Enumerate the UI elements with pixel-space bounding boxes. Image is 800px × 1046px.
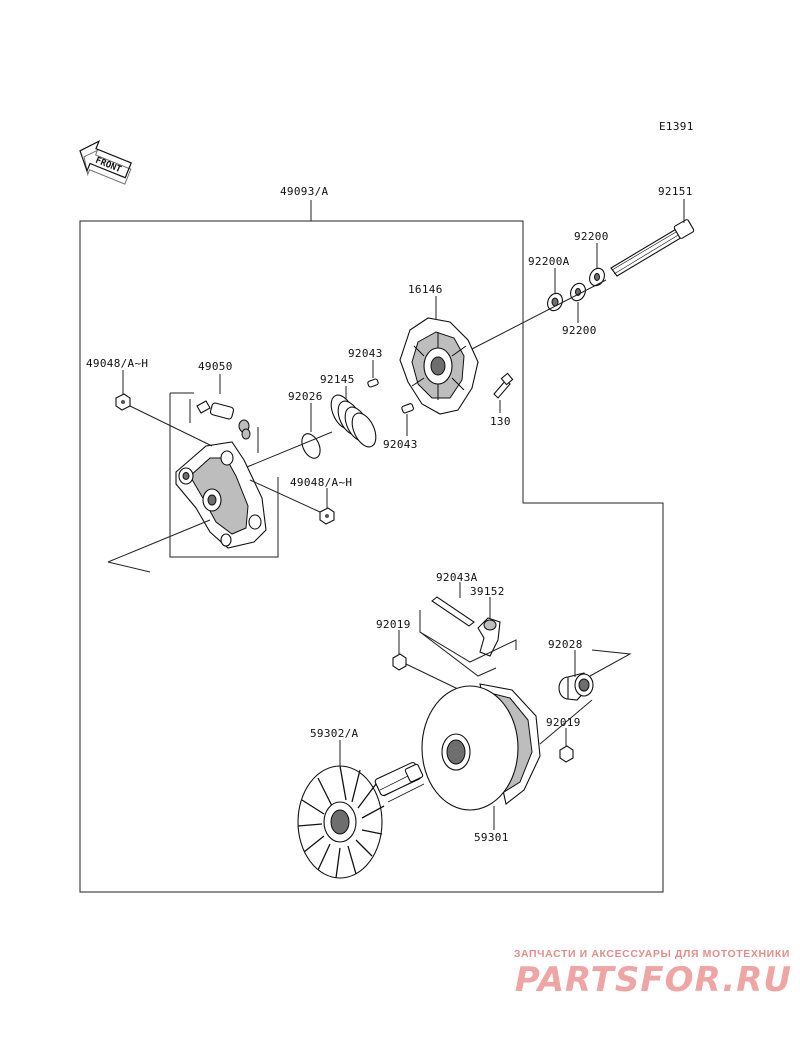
front-arrow-icon: FRONT — [79, 139, 132, 185]
label-92043-b: 92043 — [383, 438, 418, 451]
part-92026-ring — [301, 433, 321, 459]
watermark-tagline: ЗАПЧАСТИ И АКСЕССУАРЫ ДЛЯ МОТОТЕХНИКИ — [513, 948, 790, 960]
label-92043-a: 92043 — [348, 347, 383, 360]
label-16146: 16146 — [408, 283, 443, 296]
part-92043A-pin — [431, 596, 475, 627]
label-92019-b: 92019 — [546, 716, 581, 729]
label-59301: 59301 — [474, 831, 509, 844]
part-59301-movable-sheave — [421, 683, 541, 811]
part-92151-bolt — [610, 219, 695, 277]
part-92019-nut-a — [392, 653, 407, 671]
diagram-code: E1391 — [659, 120, 694, 133]
part-92043-pin-b — [401, 403, 414, 414]
part-49050-arm — [175, 441, 267, 549]
part-92043-pin-a — [367, 378, 379, 388]
label-130: 130 — [490, 415, 511, 428]
part-92145-spring — [330, 394, 377, 448]
label-92043A: 92043A — [436, 571, 478, 584]
part-16146-spider — [399, 317, 479, 415]
label-59302: 59302/A — [310, 727, 359, 740]
label-92019-a: 92019 — [376, 618, 411, 631]
label-92145: 92145 — [320, 373, 355, 386]
watermark-brand: PARTSFOR.RU — [514, 960, 792, 1000]
part-92200-washer-bottom — [570, 282, 586, 302]
label-49048-top: 49048/A~H — [86, 357, 148, 370]
part-130-screw — [493, 372, 514, 399]
assembly-label: 49093/A — [280, 185, 329, 198]
label-92200-top: 92200 — [574, 230, 609, 243]
part-39152-roller — [477, 617, 501, 657]
part-49048-nut-top — [115, 393, 131, 411]
assembly-outline — [79, 220, 664, 893]
part-49050-pin-set — [196, 400, 251, 440]
part-92028-bushing — [558, 672, 594, 701]
label-92028: 92028 — [548, 638, 583, 651]
label-92200-bottom: 92200 — [562, 324, 597, 337]
label-39152: 39152 — [470, 585, 505, 598]
part-92200A-washer — [547, 292, 563, 312]
part-49048-nut-bottom — [319, 507, 335, 525]
label-49048-bottom: 49048/A~H — [290, 476, 352, 489]
label-92026: 92026 — [288, 390, 323, 403]
label-92151: 92151 — [658, 185, 693, 198]
part-92019-nut-b — [559, 745, 574, 763]
label-92200A: 92200A — [528, 255, 570, 268]
part-92200-washer-top — [589, 267, 605, 287]
label-49050: 49050 — [198, 360, 233, 373]
part-59302-fixed-sheave — [297, 761, 425, 879]
